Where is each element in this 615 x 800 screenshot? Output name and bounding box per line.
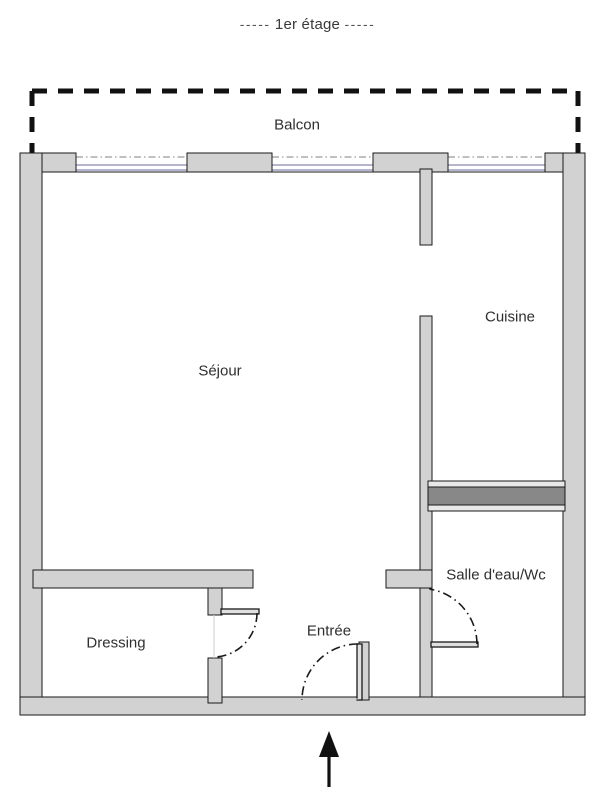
door-dressing-panel — [220, 608, 260, 615]
wall-dressing-right-upper — [207, 587, 223, 616]
room-label-balcon: Balcon — [274, 116, 320, 134]
door-salle-arc — [428, 588, 478, 645]
window-panes — [76, 164, 545, 171]
title-text: 1er étage — [274, 16, 341, 33]
title-dash-right: ----- — [344, 16, 376, 32]
room-label-salle-deau: Salle d'eau/Wc — [446, 566, 546, 584]
page-title: ----- 1er étage ----- — [0, 16, 615, 33]
door-entree-arc — [301, 643, 359, 701]
wall-salle-left — [419, 583, 433, 698]
wall-group — [19, 152, 586, 716]
wall-exterior-left — [19, 152, 43, 716]
window-frames — [75, 163, 546, 172]
wall-top-pier-mid1 — [186, 152, 273, 173]
wall-cuisine-bottom-rail — [427, 480, 566, 488]
balcony-outline — [29, 88, 581, 160]
title-dash-left: ----- — [239, 16, 271, 32]
wall-dressing-top — [32, 569, 254, 589]
window-group — [75, 156, 546, 172]
door-dressing — [213, 608, 260, 658]
wall-sejour-cuisine — [419, 315, 433, 585]
wall-exterior-right — [562, 152, 586, 716]
entry-arrow-up — [319, 731, 339, 787]
room-label-dressing: Dressing — [86, 634, 146, 652]
wall-salle-top-rail — [427, 504, 566, 512]
wall-top-pier-mid2 — [372, 152, 449, 173]
door-salle — [428, 588, 479, 648]
door-salle-panel — [430, 641, 479, 648]
wall-stub-salle-jamb — [385, 569, 433, 589]
block-dark-divider — [427, 486, 566, 506]
wall-dressing-right-lower — [207, 657, 223, 704]
room-label-entree: Entrée — [306, 622, 352, 640]
door-dressing-arc — [214, 612, 258, 658]
door-entree-panel — [356, 643, 363, 701]
wall-exterior-bottom — [19, 696, 586, 716]
room-label-cuisine: Cuisine — [484, 308, 536, 326]
wall-stub-top-interior — [419, 168, 433, 246]
room-label-sejour: Séjour — [198, 362, 242, 380]
door-entree — [301, 643, 363, 701]
